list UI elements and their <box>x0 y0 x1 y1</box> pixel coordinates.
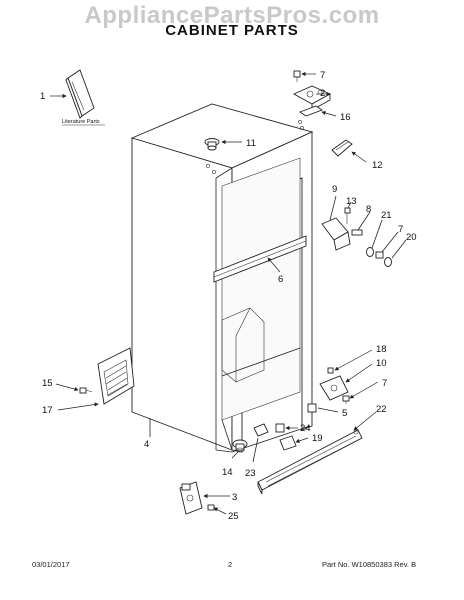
callout-20[interactable]: 20 <box>406 232 417 243</box>
callout-8[interactable]: 8 <box>366 204 371 215</box>
clip-19[interactable] <box>279 435 297 451</box>
callout-21[interactable]: 21 <box>381 210 392 221</box>
callout-6[interactable]: 6 <box>278 274 283 285</box>
footer-page: 2 <box>228 560 233 569</box>
callout-7-bottom[interactable]: 7 <box>382 378 387 389</box>
callout-18[interactable]: 18 <box>376 344 387 355</box>
roller-screw[interactable] <box>207 504 215 511</box>
literature-parts[interactable]: Literature Parts <box>62 69 105 126</box>
callout-14[interactable]: 14 <box>222 467 233 478</box>
roller-bracket[interactable] <box>179 481 203 515</box>
bottom-hinge-bolt[interactable] <box>342 395 350 404</box>
bottom-hinge[interactable] <box>319 375 349 401</box>
callout-11[interactable]: 11 <box>246 138 256 149</box>
bottom-hinge-screw[interactable] <box>327 367 334 374</box>
callout-22[interactable]: 22 <box>376 404 387 415</box>
footer-date: 03/01/2017 <box>32 560 70 569</box>
callout-10[interactable]: 10 <box>376 358 387 369</box>
callout-3[interactable]: 3 <box>232 492 237 503</box>
callout-13[interactable]: 13 <box>346 196 357 207</box>
access-cover-screw[interactable] <box>79 387 93 394</box>
callout-25[interactable]: 25 <box>228 511 239 522</box>
callout-15[interactable]: 15 <box>42 378 53 389</box>
callout-12[interactable]: 12 <box>372 160 383 171</box>
callout-7-top[interactable]: 7 <box>320 70 325 81</box>
hinge-cover[interactable] <box>331 139 353 157</box>
center-hinge-screw[interactable] <box>344 207 351 224</box>
hinge-plug[interactable] <box>204 138 220 151</box>
callout-19[interactable]: 19 <box>312 433 323 444</box>
callout-5[interactable]: 5 <box>342 408 347 419</box>
callout-7-center[interactable]: 7 <box>398 224 403 235</box>
hinge-pin[interactable] <box>351 229 363 236</box>
callout-2-label[interactable]: 2 <box>320 88 325 99</box>
washer[interactable] <box>366 247 374 257</box>
access-cover[interactable] <box>97 347 135 405</box>
watermark: AppliancePartsPros.com <box>84 2 380 29</box>
top-hinge-screw[interactable] <box>293 70 301 82</box>
hinge-spacer[interactable] <box>307 403 317 413</box>
callout-23[interactable]: 23 <box>245 468 256 479</box>
toe-grille[interactable] <box>257 429 363 495</box>
page-title: CABINET PARTS <box>165 22 299 39</box>
cabinet[interactable] <box>130 103 314 453</box>
hinge-shim[interactable] <box>299 105 323 117</box>
center-hinge[interactable] <box>321 217 351 251</box>
callout-24[interactable]: 24 <box>300 423 311 434</box>
literature-label: Literature Parts <box>62 119 100 125</box>
callout-1[interactable]: 1 <box>40 91 45 102</box>
callout-9[interactable]: 9 <box>332 184 337 195</box>
roller-clip[interactable] <box>253 423 269 437</box>
callout-17[interactable]: 17 <box>42 405 53 416</box>
leveling-leg[interactable] <box>232 439 248 453</box>
footer-part-number: Part No. W10850383 Rev. B <box>322 560 417 569</box>
callout-16[interactable]: 16 <box>340 112 351 123</box>
callout-4[interactable]: 4 <box>144 439 149 450</box>
center-hinge-bolt[interactable] <box>375 251 384 259</box>
divider-mullion[interactable] <box>213 235 307 283</box>
clip-24[interactable] <box>275 423 285 433</box>
spacer[interactable] <box>384 257 392 267</box>
